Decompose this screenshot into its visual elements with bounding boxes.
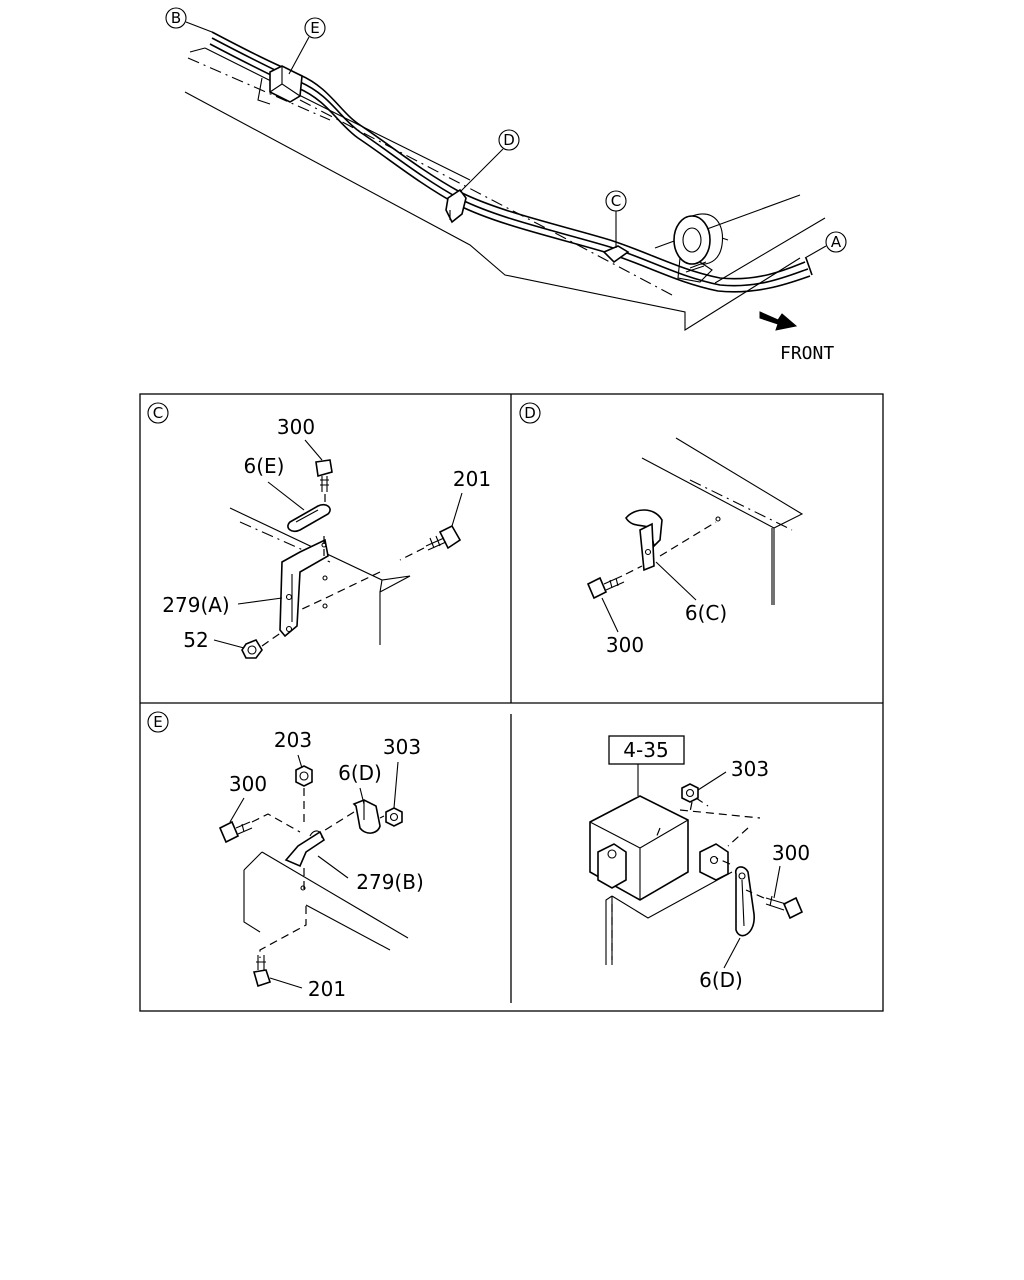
d-label-6c: 6(C) xyxy=(685,601,727,625)
reservoir-drum xyxy=(673,213,729,283)
panel-c-title: C xyxy=(153,404,163,422)
panel-d-title: D xyxy=(524,404,536,422)
e-label-303: 303 xyxy=(383,735,421,759)
d-frame-centerline xyxy=(689,479,793,531)
clip-6c xyxy=(625,509,663,572)
callout-a: A xyxy=(804,231,847,259)
callout-b-label: B xyxy=(171,9,181,27)
e-frame xyxy=(243,851,409,951)
callout-a-label: A xyxy=(831,233,842,251)
e-label-203: 203 xyxy=(274,728,312,752)
clip-d xyxy=(445,188,467,224)
panel-f: 4-35 xyxy=(589,735,810,992)
f-label-6d: 6(D) xyxy=(699,968,743,992)
nut-303-e xyxy=(385,807,403,827)
callout-d-label: D xyxy=(503,131,515,149)
callout-c: C xyxy=(605,190,627,248)
bracket-279b xyxy=(284,830,326,868)
box-bracket xyxy=(589,795,761,901)
d-frame xyxy=(641,437,804,605)
bolt-300-e xyxy=(218,820,253,844)
c-label-52: 52 xyxy=(183,628,208,652)
clip-c xyxy=(602,245,630,264)
bracket-279a xyxy=(279,538,329,638)
e-label-6d: 6(D) xyxy=(338,761,382,785)
panel-d-badge xyxy=(519,402,541,424)
pipe-bundle xyxy=(209,31,813,293)
callout-d: D xyxy=(459,129,520,193)
clip-6e xyxy=(287,503,331,533)
e-label-300: 300 xyxy=(229,772,267,796)
frame-centerline xyxy=(187,57,673,296)
c-label-300: 300 xyxy=(277,415,315,439)
c-frame xyxy=(229,507,411,645)
bolt-300-c xyxy=(315,459,333,492)
bolt-300-d xyxy=(586,575,625,600)
nut-52 xyxy=(241,639,263,659)
e-label-279b: 279(B) xyxy=(356,870,424,894)
nut-203 xyxy=(295,765,313,787)
callout-e-label: E xyxy=(310,19,319,37)
panel-c: C xyxy=(147,402,491,659)
f-label-300: 300 xyxy=(772,841,810,865)
overview-diagram: B E D C A FRONT xyxy=(165,7,847,364)
panel-e-title: E xyxy=(153,713,162,731)
nut-303-f xyxy=(681,783,699,803)
front-label: FRONT xyxy=(780,343,834,364)
callout-b: B xyxy=(165,7,213,33)
panel-e: E xyxy=(147,711,424,1001)
e-label-201: 201 xyxy=(308,977,346,1001)
bolt-300-f xyxy=(765,895,804,920)
e-hidden-line xyxy=(259,906,307,958)
c-label-279a: 279(A) xyxy=(162,593,229,617)
callout-e: E xyxy=(288,17,326,75)
bolt-201-c xyxy=(425,524,462,551)
front-arrow-icon xyxy=(759,311,798,331)
panel-c-badge xyxy=(147,402,169,424)
frame-rail-lower xyxy=(184,91,801,331)
detail-grid xyxy=(139,393,884,1012)
panel-e-badge xyxy=(147,711,169,733)
c-label-6e: 6(E) xyxy=(244,454,285,478)
c-label-201: 201 xyxy=(453,467,491,491)
f-label-303: 303 xyxy=(731,757,769,781)
clip-6d-f xyxy=(734,866,755,937)
ref-box xyxy=(608,735,685,765)
d-label-300: 300 xyxy=(606,633,644,657)
clip-6d-e xyxy=(352,799,381,834)
clip-e xyxy=(257,65,303,105)
callout-c-label: C xyxy=(611,192,621,210)
bolt-201-e xyxy=(252,955,272,988)
ref-box-label: 4-35 xyxy=(623,738,668,762)
panel-d: D 6(C) 300 xyxy=(519,402,804,657)
frame-rail-upper xyxy=(189,47,471,181)
